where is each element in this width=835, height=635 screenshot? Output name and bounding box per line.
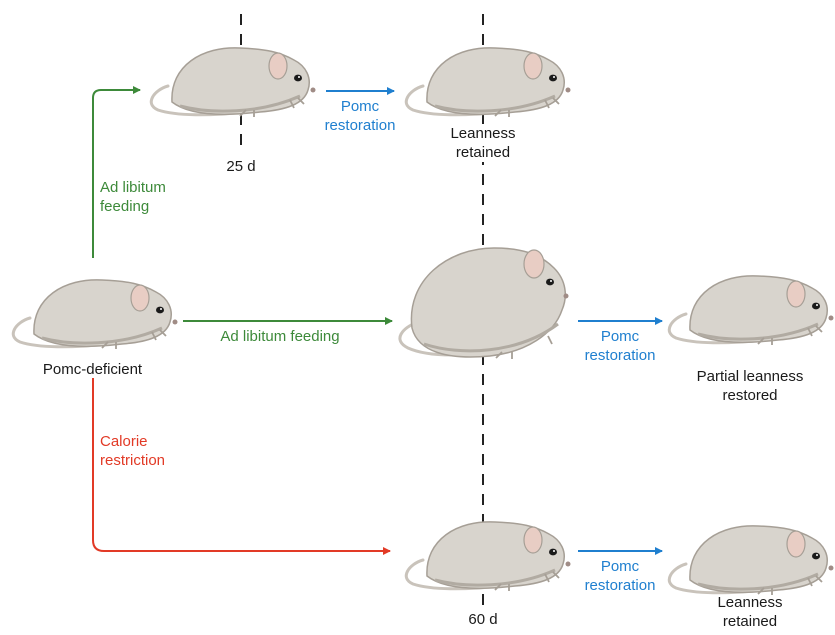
label-start: Pomc-deficient bbox=[0, 360, 185, 379]
label-ad-libitum-middle: Ad libitum feeding bbox=[190, 327, 370, 346]
label-day-25: 25 d bbox=[216, 157, 266, 176]
label-day-60: 60 d bbox=[458, 610, 508, 629]
label-line: restriction bbox=[100, 451, 165, 470]
ad-libitum-upper-arrow bbox=[93, 90, 140, 258]
mouse-start-icon bbox=[13, 280, 177, 349]
label-line: restored bbox=[675, 386, 825, 405]
label-pomc-restoration-top: Pomc restoration bbox=[305, 97, 415, 135]
label-partial-leanness: Partial leanness restored bbox=[675, 367, 825, 405]
mouse-60d-top-icon bbox=[406, 48, 570, 117]
label-pomc-restoration-bottom: Pomc restoration bbox=[565, 557, 675, 595]
label-line: feeding bbox=[100, 197, 166, 216]
label-line: Pomc bbox=[305, 97, 415, 116]
mouse-partial-icon bbox=[669, 276, 833, 345]
label-line: Calorie bbox=[100, 432, 165, 451]
label-line: restoration bbox=[565, 346, 675, 365]
label-line: Leanness bbox=[695, 593, 805, 612]
label-line: restoration bbox=[565, 576, 675, 595]
label-pomc-restoration-middle: Pomc restoration bbox=[565, 327, 675, 365]
label-line: restoration bbox=[305, 116, 415, 135]
label-line: Leanness bbox=[423, 124, 543, 143]
label-line: Pomc bbox=[565, 557, 675, 576]
label-leanness-retained-top: Leanness retained bbox=[423, 124, 543, 162]
label-calorie-restriction: Calorie restriction bbox=[100, 432, 165, 470]
mouse-obese-icon bbox=[400, 248, 569, 359]
label-leanness-retained-bottom: Leanness retained bbox=[695, 593, 805, 631]
label-line: retained bbox=[695, 612, 805, 631]
label-line: Pomc bbox=[565, 327, 675, 346]
mouse-25d-icon bbox=[151, 48, 315, 117]
label-line: Ad libitum bbox=[100, 178, 166, 197]
label-line: retained bbox=[423, 143, 543, 162]
label-line: Partial leanness bbox=[675, 367, 825, 386]
mouse-60d-restricted-icon bbox=[406, 522, 570, 591]
label-ad-libitum-upper: Ad libitum feeding bbox=[100, 178, 166, 216]
mouse-restricted-restored-icon bbox=[669, 526, 833, 595]
